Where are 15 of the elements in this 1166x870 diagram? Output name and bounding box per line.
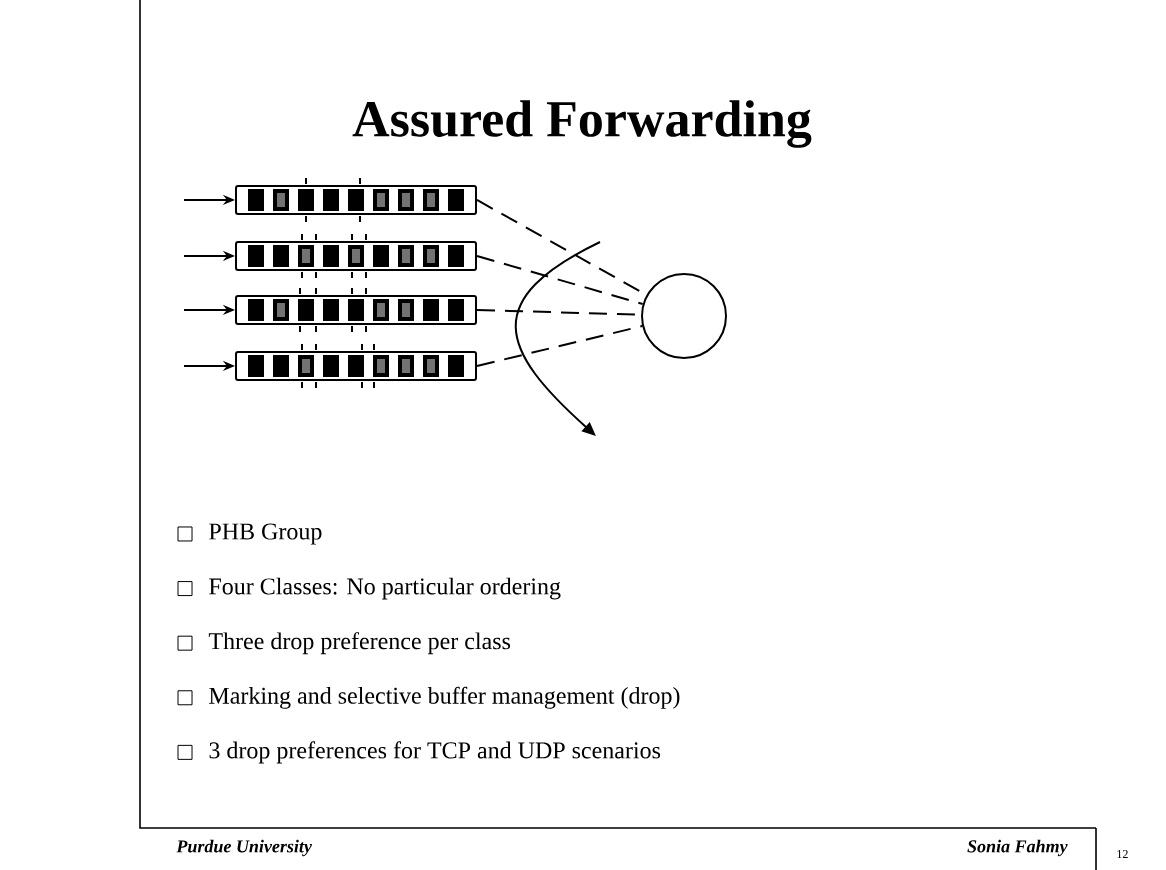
footer-text: Purdue University xyxy=(176,839,312,857)
footer-text: Sonia Fahmy xyxy=(967,839,1068,857)
queue-drawing xyxy=(235,287,477,333)
queue-drawing xyxy=(235,233,477,279)
bullet-text: Four Classes: No particular ordering xyxy=(209,577,561,600)
bullet-text: Three drop preference per class xyxy=(208,632,511,655)
connector-line xyxy=(476,254,644,305)
queue-drawing xyxy=(235,342,477,389)
title: Assured Forwarding xyxy=(352,100,812,148)
bullet-text: PHB Group xyxy=(209,523,322,545)
bullet-text: Marking and selective buffer management (drop) xyxy=(209,686,680,709)
bullet-text: 3 drop preferences for TCP and UDP scenarios xyxy=(209,741,661,764)
queue-drawing xyxy=(235,177,477,223)
connector-line xyxy=(476,325,644,367)
scheduler-circle xyxy=(641,273,727,359)
